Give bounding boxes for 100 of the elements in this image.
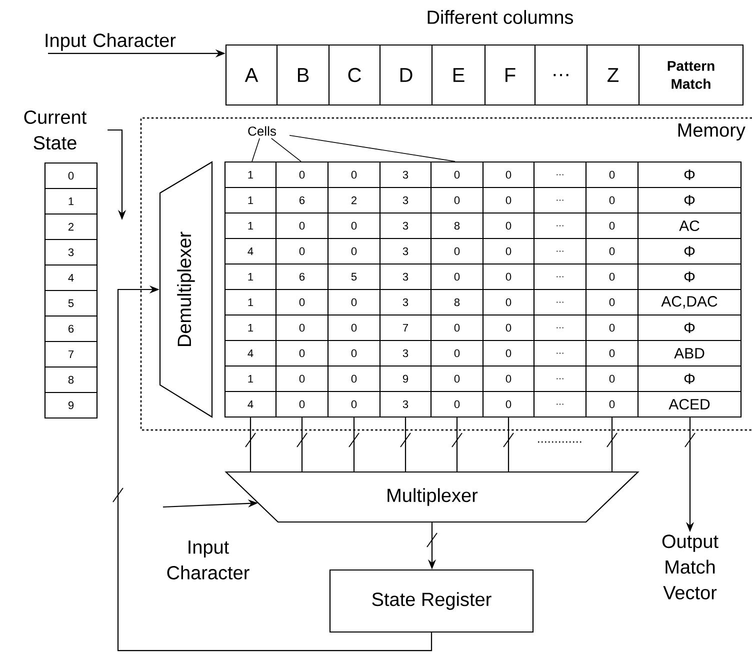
leader-line [289,134,456,162]
column-header: … [554,74,568,76]
table-entry: 0 [454,400,460,408]
pattern-entry: Φ [684,322,695,333]
table-entry: 3 [402,298,408,306]
state-label: Current State [24,110,87,150]
table-entry: 0 [351,400,357,408]
table-entry: 0 [454,170,460,179]
table-entry: 1 [248,196,254,204]
table-cell: 1 [44,188,98,215]
pattern-entry: Φ [684,195,695,206]
column-header: F [506,68,516,82]
table-entry: … [556,352,564,354]
table-cell: 3 [44,238,98,266]
pattern-entry: AC,DAC [661,296,718,308]
pattern-entry: AC [679,220,700,232]
table-entry: … [556,404,564,405]
table-entry: 1 [248,324,254,332]
table-entry: 0 [351,324,357,332]
pattern-entry: Φ [684,374,695,384]
table-entry: 0 [506,247,512,256]
table-entry: 3 [402,222,408,230]
pattern-entry: Φ [684,246,695,256]
table-entry: 0 [506,324,512,332]
table-entry: 0 [609,400,615,408]
table-entry: 0 [299,222,305,230]
table-cell: 2 [44,213,98,240]
demultiplexer: Demultiplexer [159,161,213,418]
table-cell: 8 [44,366,98,394]
table-cell: 7 [44,340,98,368]
table-entry: 0 [454,272,460,281]
table-cell: 5 [44,290,98,317]
bus-line [508,418,510,472]
table-entry: 0 [299,374,305,383]
table-entry: 0 [299,349,305,358]
callout-label: Cells [248,126,276,136]
heading: Different columns [428,10,574,24]
bus-line [301,418,303,472]
output-label: Output Match Vector [662,534,718,600]
table-cell: 0 [44,162,98,190]
column-header: D [400,68,412,82]
table-entry: 8 [454,298,460,306]
pattern-entry: Φ [684,272,695,282]
table-entry: 2 [352,196,357,204]
table-entry: 0 [454,196,460,204]
table-entry: 6 [300,272,305,281]
table-entry: 0 [299,324,305,332]
table-entry: 4 [248,400,254,408]
table-entry: 0 [351,298,357,306]
table-entry: 0 [454,374,460,383]
table-entry: … [556,250,564,252]
table-entry: … [556,378,564,380]
table-entry: 0 [506,374,512,383]
table-entry: 7 [403,324,408,332]
bus-line [611,418,613,472]
bus-line [250,418,252,472]
bus-line [353,418,355,472]
table-entry: 0 [609,374,615,383]
column-header: Z [608,68,618,82]
table-entry: 0 [609,222,615,230]
table-cell: 6 [44,315,98,342]
pattern-entry: ACED [668,398,710,410]
leader-line [252,138,260,162]
table-entry: 0 [506,298,512,306]
table-entry: 0 [454,349,460,358]
table-entry: 0 [299,298,305,306]
table-entry: 0 [609,247,615,256]
input-label: Input Character [167,540,250,580]
table-entry: 1 [248,170,254,179]
table-entry: 6 [300,196,305,204]
table-cell: 4 [44,264,98,292]
table-entry: … [556,327,564,328]
table-entry: 0 [609,324,615,332]
table-entry: … [556,174,564,176]
bus-line [404,418,406,472]
table-entry: 3 [402,170,408,179]
table-entry: 0 [506,272,512,281]
table-entry: 0 [506,349,512,358]
header-table [225,44,744,106]
table-entry: 0 [609,272,615,281]
table-entry: 0 [609,170,615,179]
table-entry: 3 [402,196,408,204]
table-entry: 3 [402,400,408,408]
table-entry: 0 [506,170,512,179]
table-entry: 0 [506,196,512,204]
leader-line [270,138,302,162]
table-entry: 5 [351,272,357,281]
table-entry: 0 [609,298,615,306]
table-entry: 9 [402,374,408,383]
table-entry: 0 [454,247,460,256]
column-header: A [244,68,258,82]
table-entry: 0 [351,374,357,383]
table-entry: 8 [454,222,460,230]
table-entry: 0 [299,170,305,179]
table-entry: … [556,225,564,226]
table-entry: 3 [402,272,408,281]
table-entry: 0 [299,400,305,408]
memory-table [224,161,742,418]
table-entry: 0 [351,222,357,230]
table-entry: 4 [248,247,254,256]
